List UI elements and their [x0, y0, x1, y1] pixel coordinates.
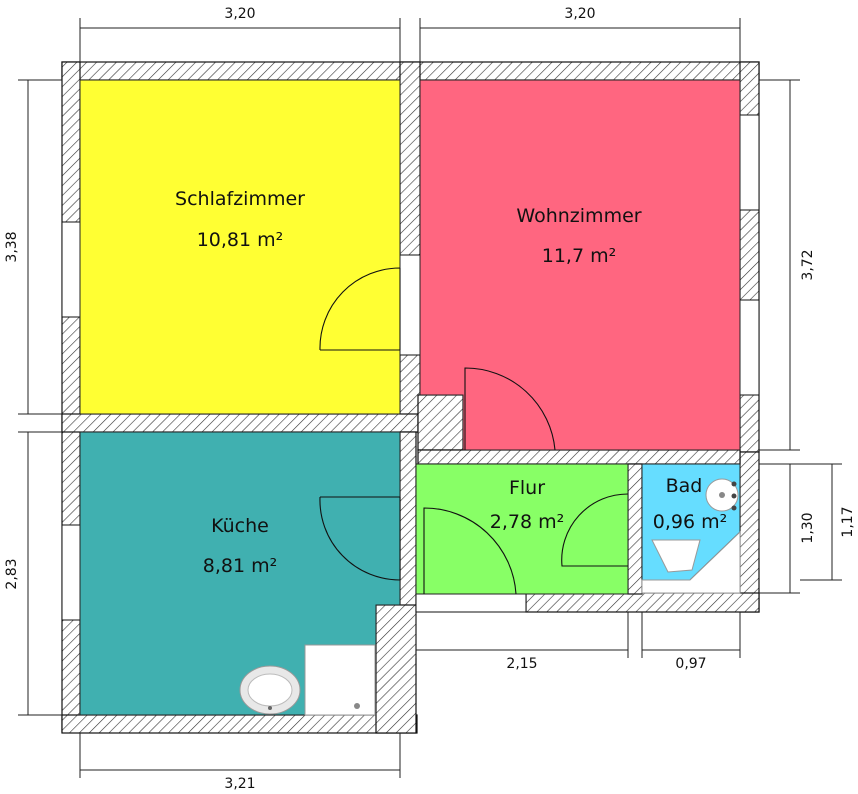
dim-right-upper: 3,72 [800, 249, 816, 280]
room-flur: Flur 2,78 m² [415, 463, 629, 595]
room-schlafzimmer-area: 10,81 m² [197, 229, 284, 251]
dim-bottom-left: 3,21 [224, 776, 255, 792]
room-bad: Bad 0,96 m² [641, 463, 741, 594]
room-wohnzimmer-area: 11,7 m² [542, 245, 616, 267]
room-flur-fill [415, 463, 629, 595]
dim-bottom-mid: 2,15 [506, 656, 537, 672]
door-bad [561, 493, 629, 567]
room-schlafzimmer-name: Schlafzimmer [175, 188, 305, 210]
dim-top-right: 3,20 [564, 6, 595, 22]
room-kueche-name: Küche [211, 515, 269, 537]
door-schlafzimmer [319, 267, 401, 351]
dim-right-lower-a: 1,30 [800, 512, 816, 543]
dim-top-left: 3,20 [224, 6, 255, 22]
room-kueche: Küche 8,81 m² [79, 431, 401, 716]
stove-icon [304, 644, 376, 716]
sink-icon [239, 665, 301, 715]
dim-right-lower-b: 1,17 [840, 506, 856, 537]
wall-flur-bad [627, 463, 643, 595]
wall-livingroom-bottom [417, 394, 464, 451]
door-wohnzimmer [464, 367, 556, 451]
room-schlafzimmer-fill [79, 79, 401, 415]
room-schlafzimmer: Schlafzimmer 10,81 m² [79, 79, 401, 415]
room-wohnzimmer-fill [419, 79, 741, 451]
room-wohnzimmer-name: Wohnzimmer [516, 205, 641, 227]
door-kueche [319, 496, 401, 581]
wall-kitchen-notch [375, 604, 417, 734]
room-wohnzimmer: Wohnzimmer 11,7 m² [419, 79, 741, 451]
wall-interior-vertical [399, 61, 421, 433]
dimensions: 3,20 3,20 3,38 2,83 3,72 1,30 1,17 3,21 … [4, 6, 856, 792]
room-flur-name: Flur [509, 477, 545, 499]
wall-interior-horizontal [61, 413, 419, 433]
dim-left-upper: 3,38 [4, 231, 20, 262]
room-flur-area: 2,78 m² [490, 511, 564, 533]
wall-flur-bottom [525, 592, 760, 613]
wall-right-lower [739, 451, 760, 613]
wall-above-flur [417, 449, 741, 465]
room-kueche-area: 8,81 m² [203, 555, 277, 577]
wall-bottom-left [61, 714, 418, 734]
door-flur-left [423, 507, 517, 595]
wall-kitchen-right [399, 431, 417, 613]
room-bad-area: 0,96 m² [653, 511, 727, 533]
wall-left [61, 61, 81, 733]
dim-left-lower: 2,83 [4, 558, 20, 589]
dim-bottom-right: 0,97 [675, 656, 706, 672]
bath-sink-icon [705, 478, 739, 512]
room-bad-name: Bad [666, 475, 703, 497]
